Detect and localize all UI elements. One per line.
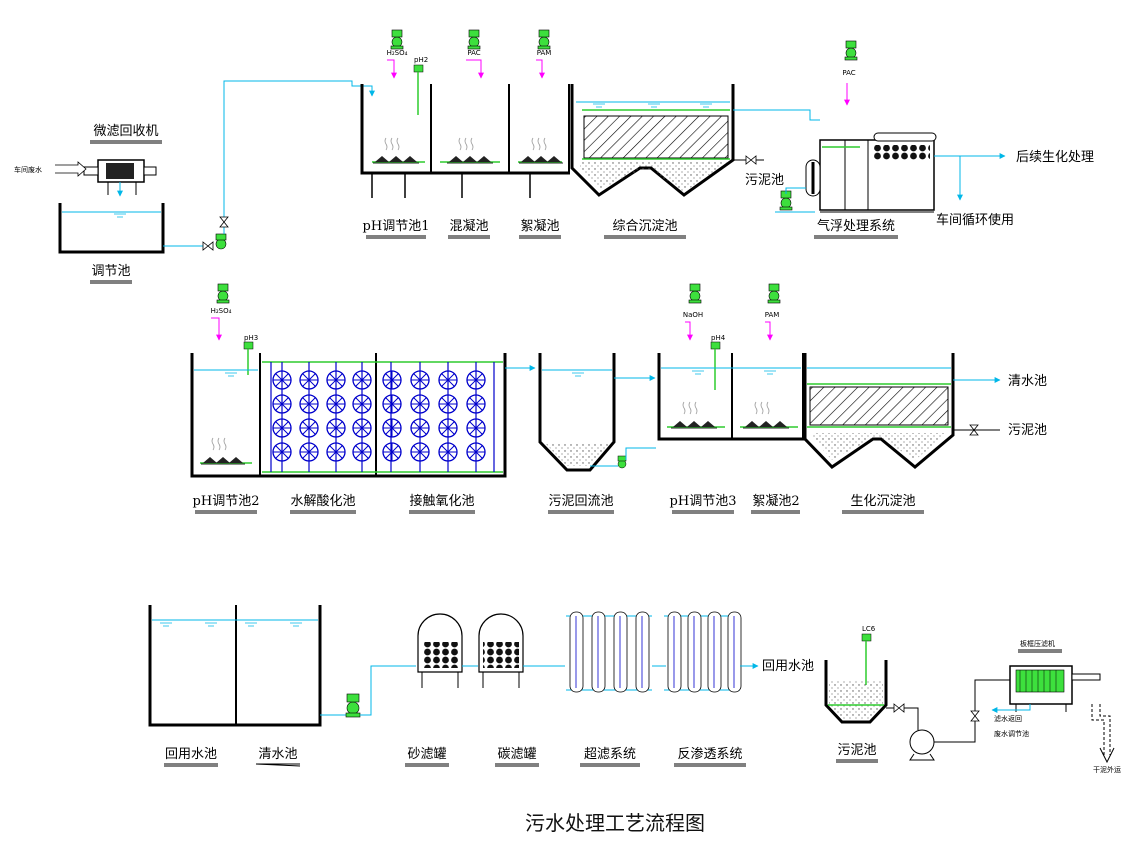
label-ph-tank-1: pH调节池1 <box>363 219 430 234</box>
label-filter-press: 板框压滤机 <box>1020 639 1055 648</box>
valve-icon[interactable] <box>219 216 229 228</box>
label-ph-tank-2: pH调节池2 <box>193 494 260 509</box>
valve-icon[interactable] <box>202 241 214 251</box>
label-uf: 超滤系统 <box>584 747 636 762</box>
level-sensor-icon <box>861 633 872 642</box>
return-pump-icon[interactable] <box>617 455 627 469</box>
label-sand-filter: 砂滤罐 <box>407 747 446 762</box>
reverse-osmosis-system <box>664 611 742 693</box>
dosing-pump-icon[interactable] <box>390 29 404 50</box>
ph-sensor-icon <box>413 64 424 73</box>
sand-filter-tank <box>417 613 463 688</box>
label-micro-filter: 微滤回收机 <box>93 124 158 139</box>
label-hydrolysis: 水解酸化池 <box>290 494 355 509</box>
sensor-ph4-label: pH4 <box>711 334 726 342</box>
label-next-bio: 后续生化处理 <box>1016 150 1094 165</box>
valve-icon[interactable] <box>893 703 905 713</box>
label-sludge-mid: 污泥池 <box>1008 423 1047 438</box>
ph-tank-1 <box>360 84 570 198</box>
label-adjust-tank: 调节池 <box>91 264 130 279</box>
label-daf-system: 气浮处理系统 <box>817 218 895 234</box>
label-carbon-filter: 碳滤罐 <box>497 747 536 762</box>
dosing-pump-icon[interactable] <box>688 283 702 304</box>
lift-pump-icon[interactable] <box>215 233 227 250</box>
svg-text:H₂SO₄: H₂SO₄ <box>387 49 408 57</box>
label-dry-sludge: 干泥外运 <box>1093 765 1121 774</box>
comprehensive-settling-tank <box>570 84 735 197</box>
label-clear-tank: 清水池 <box>258 747 297 762</box>
dosing-pump-icon[interactable] <box>467 29 481 50</box>
svg-text:PAM: PAM <box>765 311 780 319</box>
inflow-arrow <box>55 161 87 177</box>
label-sludge-bottom: 污泥池 <box>837 743 876 758</box>
sensor-ph3-label: pH3 <box>244 334 258 342</box>
sensor-lc6-label: LC6 <box>862 625 876 633</box>
label-ph-tank-3: pH调节池3 <box>670 494 737 509</box>
carbon-filter-tank <box>478 613 524 688</box>
diagram-title: 污水处理工艺流程图 <box>525 811 705 835</box>
ph-tank-2 <box>190 353 507 478</box>
valve-icon[interactable] <box>970 710 980 722</box>
dosing-pump-icon[interactable] <box>844 40 858 61</box>
label-comprehensive-settling: 综合沉淀池 <box>612 219 677 234</box>
label-flocculation-2: 絮凝池2 <box>752 493 799 509</box>
label-contact-oxidation: 接触氧化池 <box>409 493 474 509</box>
svg-text:PAM: PAM <box>537 49 552 57</box>
booster-pump-icon[interactable] <box>345 693 361 718</box>
label-to-adjust: 废水调节池 <box>994 729 1029 738</box>
bio-settling-tank <box>803 353 955 469</box>
label-reuse-out: 回用水池 <box>762 659 814 674</box>
sensor-ph2-label: pH2 <box>414 56 428 64</box>
dosing-pump-icon[interactable] <box>767 283 781 304</box>
label-flocculation: 絮凝池 <box>520 218 559 234</box>
svg-text:PAC: PAC <box>842 69 855 77</box>
label-ro: 反渗透系统 <box>677 747 742 762</box>
hydrolysis-and-contact-tanks <box>262 361 503 473</box>
reuse-and-clear-tanks <box>148 605 322 727</box>
micro-filter-recovery-machine: 微滤回收机 <box>83 124 162 197</box>
ultrafiltration-system <box>566 611 652 693</box>
svg-text:PAC: PAC <box>467 49 480 57</box>
label-sludge-top: 污泥池 <box>745 173 784 188</box>
label-clear-tank-right: 清水池 <box>1008 374 1047 389</box>
label-bio-settling: 生化沉淀池 <box>850 494 915 509</box>
sludge-pump-icon[interactable] <box>909 729 935 761</box>
ph-sensor-icon <box>243 341 254 350</box>
label-sludge-return: 污泥回流池 <box>548 494 613 509</box>
adjust-tank: 调节池 <box>58 203 165 284</box>
ph-sensor-icon <box>710 341 721 350</box>
label-reuse-tank: 回用水池 <box>165 747 217 762</box>
label-coagulation: 混凝池 <box>449 218 488 234</box>
label-recycle: 车间循环使用 <box>936 212 1014 228</box>
sludge-tank-bottom <box>824 660 888 724</box>
dosing-pump-icon[interactable] <box>216 283 230 304</box>
label-filtrate-return: 滤水返回 <box>994 714 1022 723</box>
valve-icon[interactable] <box>745 155 757 165</box>
label-workshop-water: 车间废水 <box>14 165 42 174</box>
svg-text:H₂SO₄: H₂SO₄ <box>211 307 232 315</box>
dosing-pump-icon[interactable] <box>537 29 551 50</box>
ph-tank-3 <box>657 353 805 441</box>
sludge-return-tank <box>538 353 616 472</box>
plate-frame-filter-press <box>1009 665 1101 712</box>
svg-text:NaOH: NaOH <box>683 311 703 319</box>
air-flotation-system <box>805 132 937 213</box>
